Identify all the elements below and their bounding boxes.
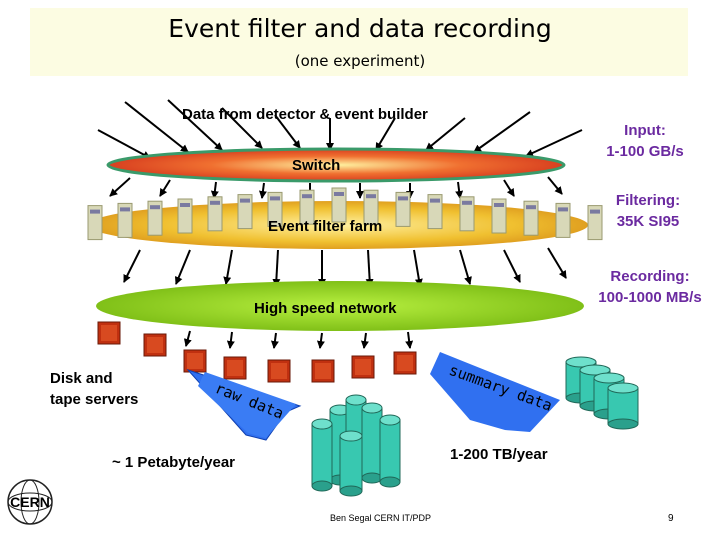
server-box <box>97 321 121 345</box>
detector-input-arrows <box>97 99 583 159</box>
switch-to-farm-arrows <box>109 176 563 199</box>
farm-node-icon <box>147 200 163 236</box>
farm-node-icon <box>555 202 571 238</box>
server-box <box>311 359 335 383</box>
server-box <box>267 359 291 383</box>
recording-label: Recording: 100-1000 MB/s <box>580 266 720 308</box>
server-box <box>223 356 247 380</box>
tape-cylinder <box>311 418 333 492</box>
cern-logo: CERN <box>7 479 53 525</box>
disk-tape-servers-label: Disk and tape servers <box>50 368 138 410</box>
tape-archive-center <box>311 394 401 497</box>
farm-node-icon <box>331 187 347 223</box>
footer-credit: Ben Segal CERN IT/PDP <box>330 513 432 523</box>
petabyte-label: ~ 1 Petabyte/year <box>112 454 235 471</box>
filtering-label: Filtering: 35K SI95 <box>588 190 708 232</box>
farm-node-icon <box>177 198 193 234</box>
tape-cylinder <box>379 414 401 488</box>
disk-tape-servers <box>97 321 417 383</box>
farm-to-network-arrows <box>123 247 567 287</box>
server-box <box>143 333 167 357</box>
server-box <box>393 351 417 375</box>
network-to-server-arrows <box>183 330 414 349</box>
high-speed-network <box>96 281 584 331</box>
farm-node-icon <box>207 196 223 232</box>
farm-node-icon <box>523 200 539 236</box>
tb-per-year-label: 1-200 TB/year <box>450 446 548 463</box>
recording-title: Recording: <box>610 268 690 285</box>
farm-nodes <box>87 187 603 241</box>
farm-node-icon <box>587 205 603 241</box>
filtering-title: Filtering: <box>615 192 681 209</box>
svg-text:CERN: CERN <box>10 494 50 510</box>
detector-source-label: Data from detector & event builder <box>182 106 428 123</box>
summary-data-arrow: summary data <box>430 352 560 432</box>
recording-value: 100-1000 MB/s <box>598 289 702 306</box>
farm-node-icon <box>395 191 411 227</box>
disk-tape-line-1: Disk and <box>50 370 113 387</box>
slide-subtitle: (one experiment) <box>294 52 426 70</box>
network-label: High speed network <box>254 300 397 317</box>
farm-node-icon <box>87 205 103 241</box>
farm-node-icon <box>427 194 443 230</box>
server-box <box>351 355 375 379</box>
farm-node-icon <box>491 198 507 234</box>
filtering-value: 35K SI95 <box>616 213 680 230</box>
slide-title: Event filter and data recording <box>168 14 552 43</box>
page-number: 9 <box>668 513 674 524</box>
switch-ring <box>106 147 566 183</box>
tape-cylinder <box>339 430 363 497</box>
farm-node-icon <box>363 189 379 225</box>
farm-node-icon <box>267 191 283 227</box>
switch-label: Switch <box>292 157 341 174</box>
farm-node-icon <box>299 189 315 225</box>
input-title: Input: <box>624 122 666 139</box>
farm-label: Event filter farm <box>268 218 383 235</box>
title-banner <box>30 8 688 76</box>
tape-cylinder <box>607 382 639 430</box>
farm-node-icon <box>237 194 253 230</box>
farm-node-icon <box>459 196 475 232</box>
disk-tape-line-2: tape servers <box>50 391 139 408</box>
input-rate-label: Input: 1-100 GB/s <box>590 120 700 162</box>
farm-node-icon <box>117 202 133 238</box>
input-value: 1-100 GB/s <box>606 143 684 160</box>
tape-cylinder <box>361 402 383 484</box>
server-box <box>183 349 207 373</box>
tape-archive-right <box>565 356 639 430</box>
